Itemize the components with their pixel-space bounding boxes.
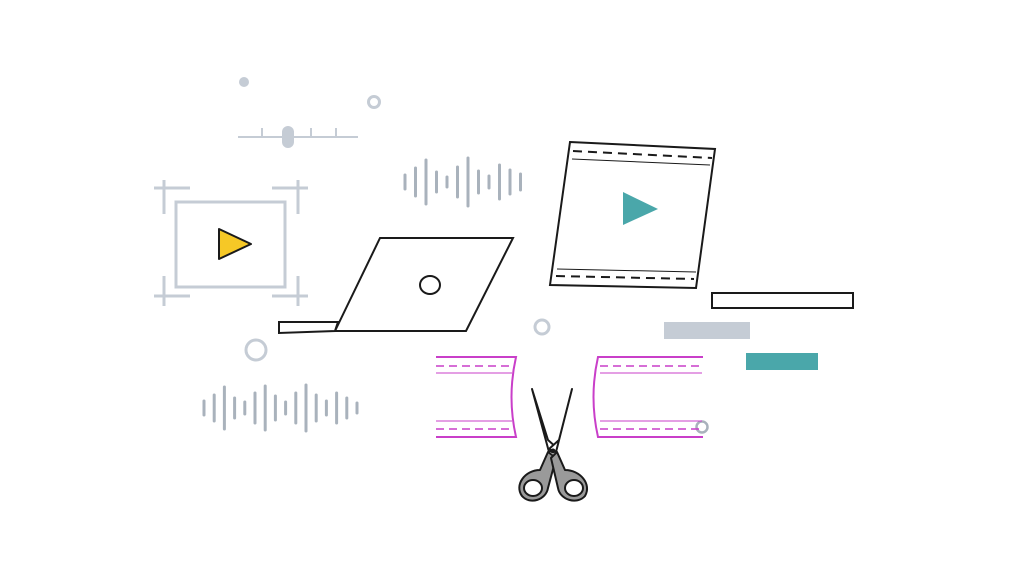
ring-icon [244, 338, 268, 362]
scissors-icon [518, 388, 588, 502]
decorative-dots [239, 77, 709, 434]
timeline-bar-icon [664, 322, 750, 339]
timeline-bars [664, 292, 854, 370]
scissors-pivot [550, 448, 556, 454]
timeline-bar-icon [746, 353, 818, 370]
laptop-icon [278, 237, 515, 335]
ring-icon [695, 420, 709, 434]
play-icon [218, 228, 252, 260]
ring-icon [367, 95, 381, 109]
slider-thumb [282, 126, 294, 148]
film-strip-left [436, 356, 518, 438]
slider-icon [238, 126, 358, 148]
film-strip-right [592, 356, 703, 438]
video-frame-icon [154, 180, 308, 306]
play-icon [623, 192, 658, 225]
ring-icon [533, 318, 551, 336]
audio-waveform-icon [202, 383, 359, 433]
dot-icon [239, 77, 249, 87]
audio-waveform-icon [403, 156, 522, 208]
camera-lens-icon [419, 275, 441, 295]
timeline-bar-icon [711, 292, 854, 309]
film-frame-icon [548, 140, 717, 290]
